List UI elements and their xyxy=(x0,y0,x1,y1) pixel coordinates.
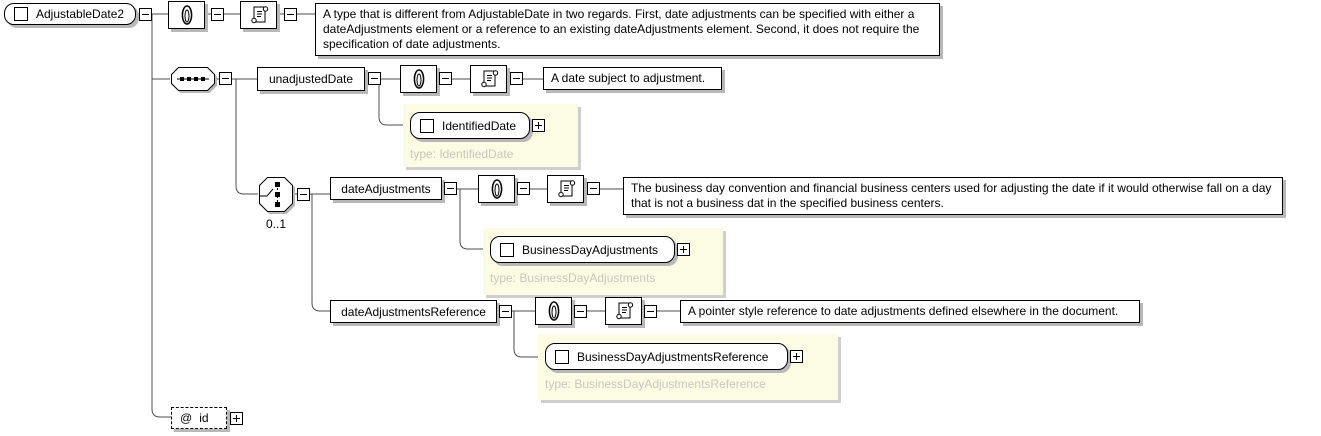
scroll-icon xyxy=(250,6,268,24)
type-caption: type: BusinessDayAdjustments xyxy=(490,271,656,285)
collapse-toggle[interactable] xyxy=(211,8,224,21)
expand-toggle[interactable] xyxy=(677,243,690,256)
root-documentation-text[interactable]: A type that is different from Adjustable… xyxy=(315,3,940,56)
element-label: BusinessDayAdjustmentsReference xyxy=(577,349,769,364)
type-element-identifieddate[interactable]: IdentifiedDate xyxy=(410,112,530,139)
annotation-indicator[interactable] xyxy=(168,1,205,29)
documentation-indicator[interactable] xyxy=(547,175,584,203)
root-element-label: AdjustableDate2 xyxy=(36,7,125,21)
documentation-indicator[interactable] xyxy=(605,297,642,325)
scroll-icon xyxy=(557,180,575,198)
expand-toggle[interactable] xyxy=(230,412,243,425)
type-element-businessdayadjustmentsreference[interactable]: BusinessDayAdjustmentsReference xyxy=(545,343,788,370)
choice-cardinality-label: 0..1 xyxy=(265,217,286,231)
attribute-label: id xyxy=(199,411,209,425)
paperclip-icon xyxy=(181,5,192,25)
collapse-toggle[interactable] xyxy=(439,72,452,85)
child-element-dateadjustments[interactable]: dateAdjustments xyxy=(330,177,442,200)
collapse-toggle[interactable] xyxy=(368,72,381,85)
scroll-icon xyxy=(480,70,498,88)
collapse-toggle[interactable] xyxy=(517,182,530,195)
element-label: dateAdjustmentsReference xyxy=(341,304,486,319)
collapse-toggle[interactable] xyxy=(574,305,587,318)
element-label: IdentifiedDate xyxy=(442,118,517,133)
type-element-businessdayadjustments[interactable]: BusinessDayAdjustments xyxy=(490,236,675,263)
sequence-compositor-icon[interactable] xyxy=(170,66,216,92)
collapse-toggle[interactable] xyxy=(587,182,600,195)
collapse-toggle[interactable] xyxy=(139,8,152,21)
annotation-indicator[interactable] xyxy=(400,65,437,93)
collapse-toggle[interactable] xyxy=(219,72,232,85)
type-caption: type: IdentifiedDate xyxy=(410,147,514,161)
attribute-id-box[interactable]: @ id xyxy=(171,407,227,429)
child-element-dateadjustmentsreference[interactable]: dateAdjustmentsReference xyxy=(330,300,497,323)
element-label: dateAdjustments xyxy=(341,181,431,196)
attribute-marker: @ xyxy=(180,411,193,425)
element-icon xyxy=(420,118,434,133)
documentation-indicator[interactable] xyxy=(470,65,507,93)
choice-compositor-icon[interactable] xyxy=(258,176,294,213)
collapse-toggle[interactable] xyxy=(499,305,512,318)
element-label: unadjustedDate xyxy=(268,72,354,86)
expand-toggle[interactable] xyxy=(532,119,545,132)
element-icon xyxy=(500,242,514,257)
documentation-text[interactable]: A pointer style reference to date adjust… xyxy=(680,300,1140,323)
type-caption: type: BusinessDayAdjustmentsReference xyxy=(545,377,766,391)
documentation-text[interactable]: A date subject to adjustment. xyxy=(543,67,722,90)
collapse-toggle[interactable] xyxy=(644,305,657,318)
documentation-indicator[interactable] xyxy=(240,1,277,29)
collapse-toggle[interactable] xyxy=(510,72,523,85)
paperclip-icon xyxy=(413,69,424,89)
paperclip-icon xyxy=(548,301,559,321)
annotation-indicator[interactable] xyxy=(535,297,572,325)
collapse-toggle[interactable] xyxy=(297,188,310,201)
element-icon xyxy=(14,7,28,21)
paperclip-icon xyxy=(491,179,502,199)
expand-toggle[interactable] xyxy=(790,350,803,363)
child-element-unadjusteddate[interactable]: unadjustedDate xyxy=(257,67,365,91)
documentation-text[interactable]: The business day convention and financia… xyxy=(623,177,1283,215)
scroll-icon xyxy=(615,302,633,320)
collapse-toggle[interactable] xyxy=(284,8,297,21)
element-icon xyxy=(555,349,569,364)
annotation-indicator[interactable] xyxy=(478,175,515,203)
root-element-box[interactable]: AdjustableDate2 xyxy=(4,3,136,25)
element-label: BusinessDayAdjustments xyxy=(522,242,659,257)
collapse-toggle[interactable] xyxy=(444,182,457,195)
